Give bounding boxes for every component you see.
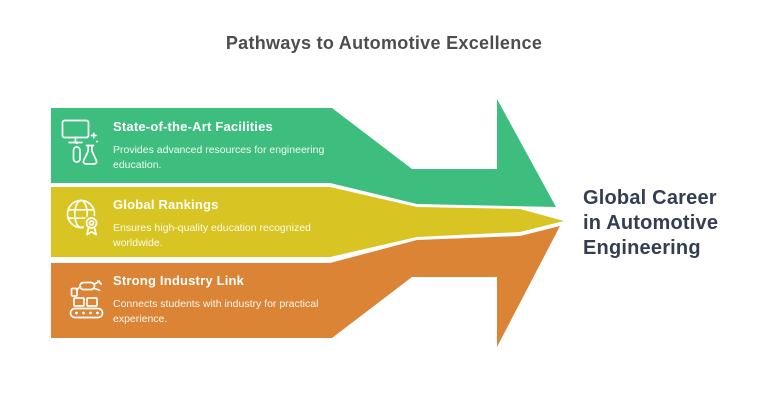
pathway-band-facilities	[51, 99, 556, 207]
pathway-industry-title: Strong Industry Link	[113, 273, 245, 288]
robotic-arm-conveyor-icon	[69, 280, 104, 319]
pathway-facilities-title: State-of-the-Art Facilities	[113, 119, 273, 134]
monitor-flask-icon	[61, 119, 98, 165]
outcome-line-1: Global Career	[583, 187, 717, 209]
pathway-facilities: State-of-the-Art Facilities Provides adv…	[113, 119, 353, 173]
pathway-industry: Strong Industry Link Connects students w…	[113, 273, 353, 327]
globe-award-icon	[66, 199, 100, 236]
outcome-line-2: in Automotive	[583, 212, 719, 234]
outcome-label: Global Career in Automotive Engineering	[583, 186, 753, 261]
pathway-facilities-description: Provides advanced resources for engineer…	[113, 144, 325, 171]
pathway-industry-description: Connects students with industry for prac…	[113, 298, 319, 325]
pathway-rankings-title: Global Rankings	[113, 197, 219, 212]
pathway-band-industry	[51, 226, 560, 347]
outcome-line-3: Engineering	[583, 237, 701, 259]
pathway-rankings: Global Rankings Ensures high-quality edu…	[113, 197, 353, 251]
pathway-rankings-description: Ensures high-quality education recognize…	[113, 222, 311, 249]
page-title: Pathways to Automotive Excellence	[225, 33, 543, 53]
pathway-band-rankings	[51, 187, 564, 257]
